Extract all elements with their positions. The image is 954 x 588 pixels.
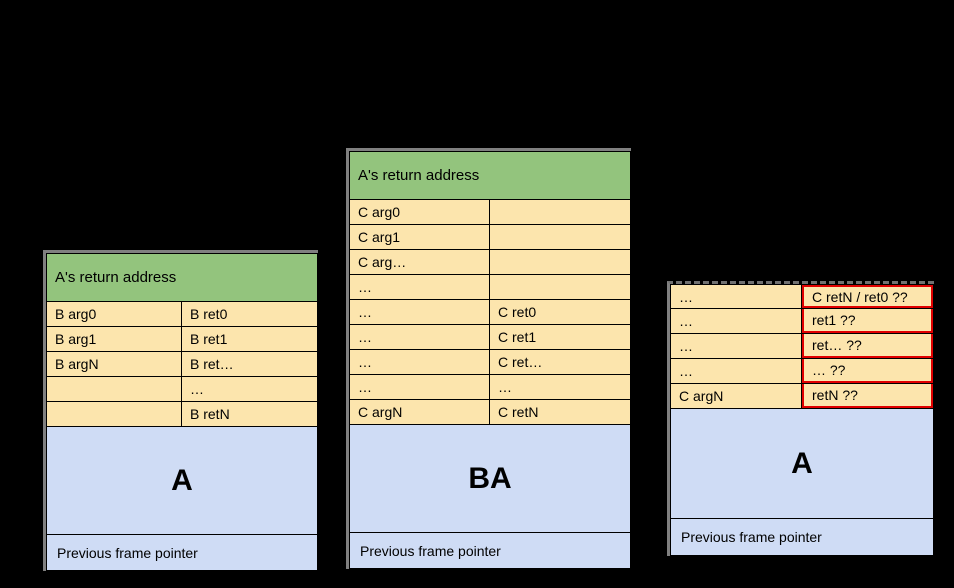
table-row: B argN B ret… [46, 352, 318, 377]
table-row: … C retN / ret0 ?? [670, 284, 934, 309]
arg-cell: C argN [671, 384, 802, 408]
arg-cell: … [671, 334, 802, 358]
arg-cell: C argN [350, 400, 490, 424]
return-address-cell: A's return address [47, 254, 317, 301]
ret-cell-highlighted: C retN / ret0 ?? [802, 285, 933, 308]
arg-cell: … [671, 285, 802, 308]
arg-cell [47, 402, 182, 426]
arg-cell: C arg1 [350, 225, 490, 249]
table-row: C arg… [349, 250, 631, 275]
arg-cell: … [350, 350, 490, 374]
arg-cell: … [671, 359, 802, 383]
table-row: … [46, 377, 318, 402]
header-row: A's return address [46, 253, 318, 302]
table-row: C argN C retN [349, 400, 631, 425]
ret-cell: B retN [190, 406, 230, 422]
arg-cell: B arg1 [47, 327, 182, 351]
ret-cell [490, 200, 630, 224]
arg-cell: … [350, 275, 490, 299]
arg-cell [47, 377, 182, 401]
arg-cell: … [350, 300, 490, 324]
frame-body-label: A [670, 409, 934, 519]
table-row: … C ret1 [349, 325, 631, 350]
frame-body-label: A [46, 427, 318, 535]
previous-frame-pointer: Previous frame pointer [46, 535, 318, 571]
arg-cell: … [671, 309, 802, 333]
ret-cell: B ret… [190, 356, 234, 372]
table-row: … … ?? [670, 359, 934, 384]
return-address-cell: A's return address [350, 152, 630, 199]
ret-cell: B ret1 [190, 331, 228, 347]
ret-cell: B ret0 [190, 306, 228, 322]
table-row: … ret… ?? [670, 334, 934, 359]
arg-cell: B argN [47, 352, 182, 376]
arg-cell: C arg0 [350, 200, 490, 224]
table-row: … C ret… [349, 350, 631, 375]
ret-cell: C retN [498, 404, 539, 420]
arg-cell: B arg0 [47, 302, 182, 326]
ret-cell: C ret… [498, 354, 543, 370]
table-row: B arg0 B ret0 [46, 302, 318, 327]
ret-cell-highlighted: ret… ?? [802, 334, 933, 358]
ret-cell: … [190, 381, 204, 397]
previous-frame-pointer: Previous frame pointer [670, 519, 934, 556]
previous-frame-pointer: Previous frame pointer [349, 533, 631, 569]
ret-cell-highlighted: … ?? [802, 359, 933, 383]
header-row: A's return address [349, 151, 631, 200]
ret-cell: … [498, 379, 512, 395]
table-row: C arg0 [349, 200, 631, 225]
ret-cell: C ret0 [498, 304, 537, 320]
table-row: … … [349, 375, 631, 400]
table-row: … C ret0 [349, 300, 631, 325]
ret-cell-highlighted: ret1 ?? [802, 309, 933, 333]
ret-cell [490, 225, 630, 249]
arg-cell: … [350, 375, 490, 399]
frame-body-label: BA [349, 425, 631, 533]
stack-frame-a-clobbered: … C retN / ret0 ?? … ret1 ?? … ret… ?? …… [667, 281, 934, 556]
arg-cell: … [350, 325, 490, 349]
ret-cell: C ret1 [498, 329, 537, 345]
table-row: … ret1 ?? [670, 309, 934, 334]
table-row: C arg1 [349, 225, 631, 250]
ret-cell [490, 275, 630, 299]
stack-frame-ba: A's return address C arg0 C arg1 C arg… … [346, 148, 631, 569]
ret-cell [490, 250, 630, 274]
ret-cell-highlighted: retN ?? [802, 384, 933, 408]
table-row: C argN retN ?? [670, 384, 934, 409]
stack-frame-a: A's return address B arg0 B ret0 B arg1 … [43, 250, 318, 571]
table-row: … [349, 275, 631, 300]
table-row: B retN [46, 402, 318, 427]
arg-cell: C arg… [350, 250, 490, 274]
table-row: B arg1 B ret1 [46, 327, 318, 352]
